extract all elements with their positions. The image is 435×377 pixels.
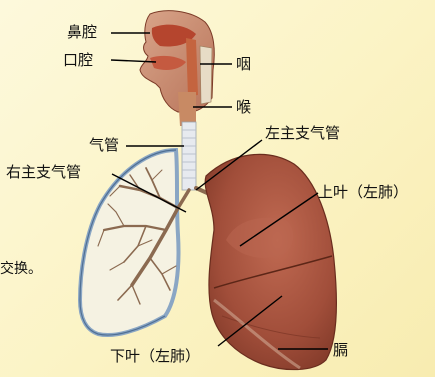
label-upper-lobe: 上叶（左肺） <box>318 184 408 201</box>
label-left-main-bronchus: 左主支气管 <box>265 125 340 142</box>
label-larynx: 喉 <box>236 99 251 116</box>
right-lung-outline <box>80 150 178 335</box>
trachea-illustration <box>182 122 196 190</box>
label-right-main-bronchus: 右主支气管 <box>6 164 81 181</box>
label-trachea: 气管 <box>89 137 119 154</box>
label-diaphragm: 膈 <box>333 342 348 359</box>
head-cross-section <box>140 11 214 126</box>
label-pharynx: 咽 <box>236 56 251 73</box>
label-nasal-cavity: 鼻腔 <box>67 24 97 41</box>
label-oral-cavity: 口腔 <box>63 52 93 69</box>
left-lung <box>205 154 336 369</box>
label-lower-lobe: 下叶（左肺） <box>110 348 200 365</box>
side-text-fragment: 交换。 <box>0 261 42 277</box>
